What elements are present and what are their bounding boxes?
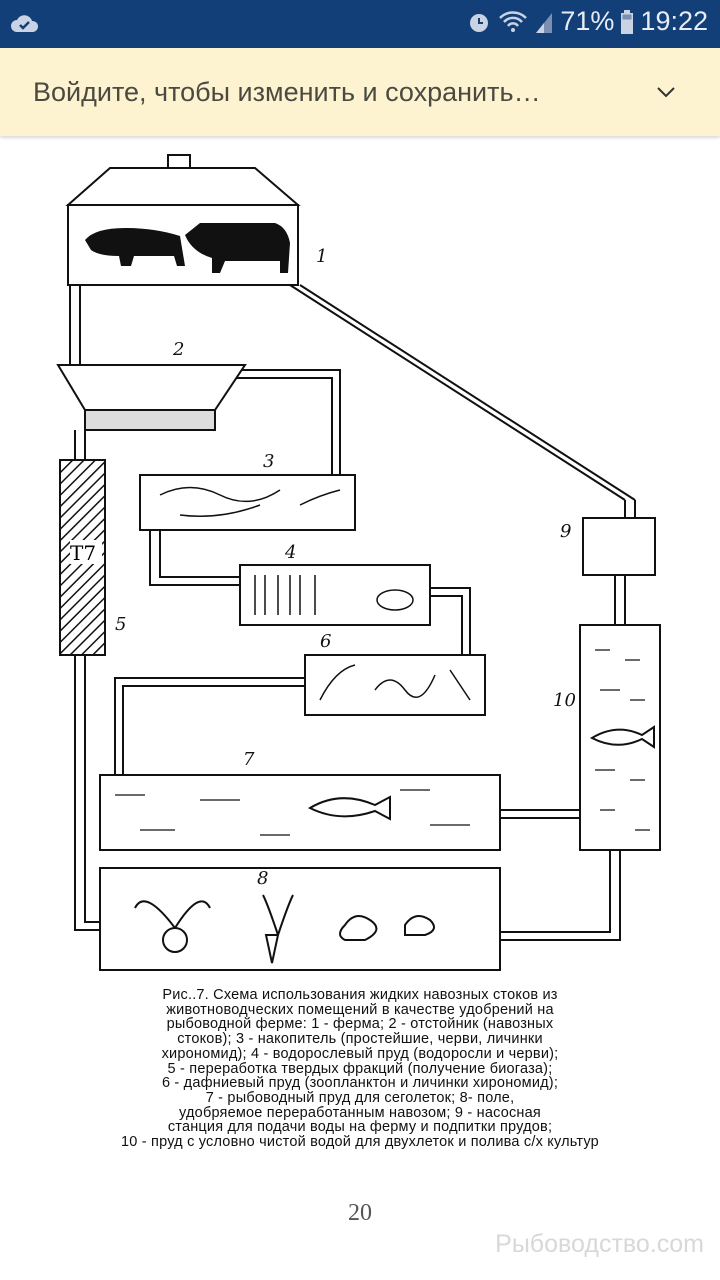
watermark: Рыбоводство.com xyxy=(495,1230,704,1258)
label-3: 3 xyxy=(263,451,274,472)
caption-line: рыбоводной ферме: 1 - ферма; 2 - отстойн… xyxy=(166,1016,554,1033)
label-1: 1 xyxy=(316,246,327,267)
caption-line: животноводческих помещений в качестве уд… xyxy=(166,1001,554,1018)
caption-line: станция для подачи воды на ферму и подпи… xyxy=(167,1119,553,1136)
status-bar: 71% 19:22 xyxy=(0,0,720,48)
caption-line: 6 - дафниевый пруд (зоопланктон и личинк… xyxy=(161,1075,559,1092)
diagram-figure: Т7 1 2 3 4 5 6 7 8 9 10 xyxy=(56,154,661,971)
column-text: Т7 xyxy=(70,541,96,565)
label-8: 8 xyxy=(257,868,268,889)
battery-percent: 71% xyxy=(560,6,615,36)
caption-line: 7 - рыбоводный пруд для сеголеток; 8- по… xyxy=(205,1089,515,1106)
battery-icon xyxy=(621,9,634,34)
clock: 19:22 xyxy=(640,6,708,36)
label-5: 5 xyxy=(115,614,126,635)
farm-building xyxy=(65,154,301,286)
label-10: 10 xyxy=(553,690,576,711)
caption-line: стоков); 3 - накопитель (простейшие, чер… xyxy=(177,1031,543,1048)
page-number: 20 xyxy=(348,1200,372,1226)
caption-line: 10 - пруд с условно чистой водой для дву… xyxy=(121,1134,599,1151)
label-4: 4 xyxy=(284,542,296,563)
wifi-icon xyxy=(499,10,528,32)
banner-text: Войдите, чтобы изменить и сохранить… xyxy=(33,76,541,107)
cloud-sync-icon xyxy=(11,15,39,32)
label-6: 6 xyxy=(320,631,331,652)
caption-line: 5 - переработка твердых фракций (получен… xyxy=(167,1060,553,1077)
caption-line: хирономид); 4 - водорослевый пруд (водор… xyxy=(161,1045,559,1062)
figure-caption: Рис..7. Схема использования жидких навоз… xyxy=(40,988,680,1150)
label-7: 7 xyxy=(243,749,255,770)
label-9: 9 xyxy=(560,521,571,542)
chevron-down-icon[interactable] xyxy=(652,78,680,106)
signal-icon xyxy=(536,12,553,33)
label-2: 2 xyxy=(172,339,184,360)
caption-line: удобряемое переработанным навозом; 9 - н… xyxy=(179,1104,541,1121)
sign-in-banner[interactable]: Войдите, чтобы изменить и сохранить… xyxy=(0,48,720,136)
alarm-icon xyxy=(470,13,489,32)
caption-line: Рис..7. Схема использования жидких навоз… xyxy=(162,987,558,1003)
